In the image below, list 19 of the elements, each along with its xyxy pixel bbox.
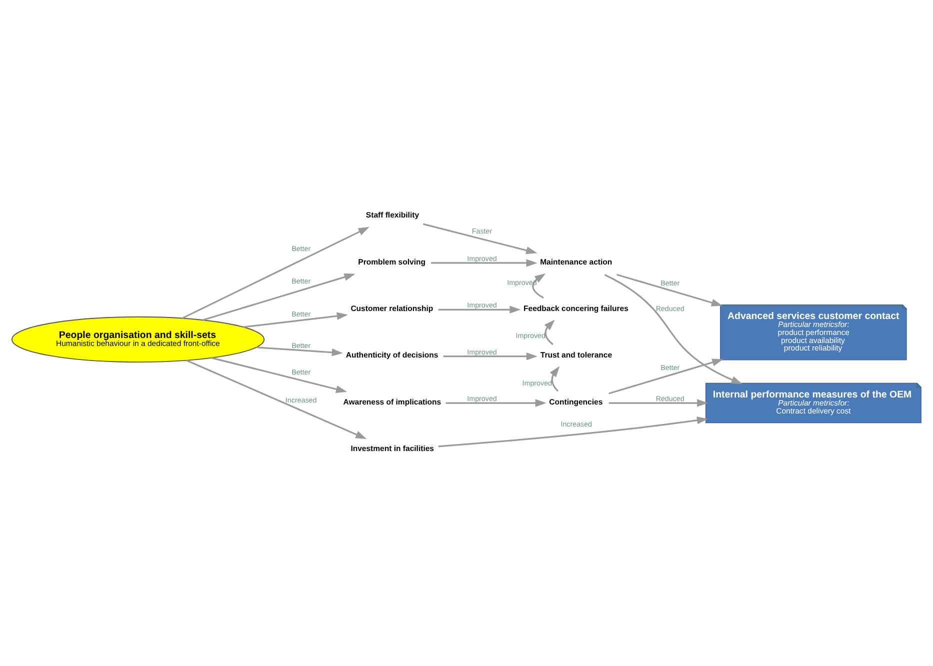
- arrow: [423, 223, 538, 254]
- arrow: [532, 273, 546, 299]
- arrow: [604, 274, 742, 384]
- arrow: [202, 273, 356, 321]
- arrow: [438, 306, 521, 314]
- arrow: [616, 274, 722, 306]
- arrow: [211, 357, 348, 393]
- arrow: [186, 360, 367, 439]
- arrow: [182, 226, 370, 320]
- arrow: [608, 358, 724, 394]
- arrow: [446, 399, 546, 407]
- arrow: [438, 416, 708, 448]
- arrow: [256, 346, 343, 356]
- arrow: [243, 312, 348, 328]
- arrow: [430, 259, 538, 267]
- arrow: [544, 320, 555, 346]
- arrow: [608, 399, 708, 407]
- arrow: [443, 352, 538, 360]
- arrow: [550, 366, 560, 392]
